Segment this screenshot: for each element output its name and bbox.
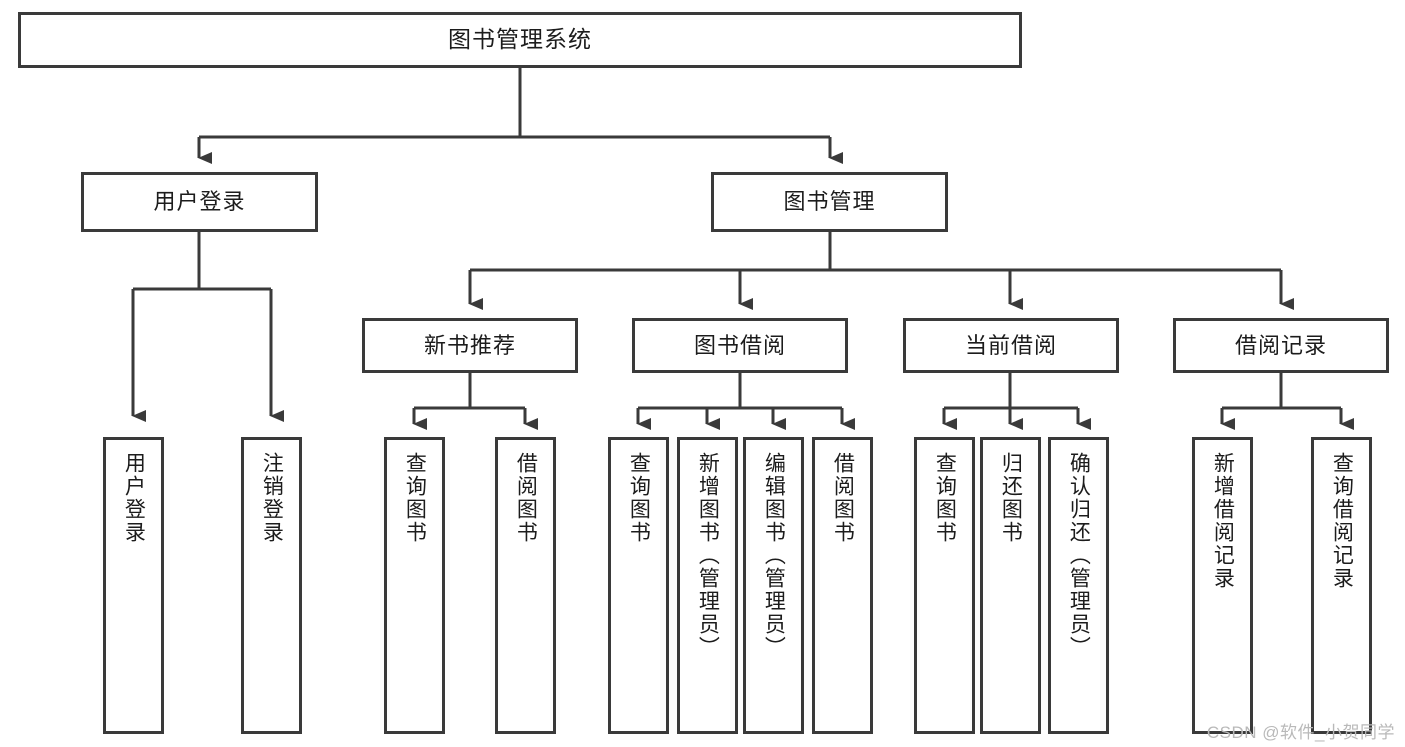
- watermark-text: CSDN @软件_小贺同学: [1206, 723, 1395, 742]
- node-label: 借阅图书: [831, 452, 855, 544]
- leaf-borrow-record-add-record[interactable]: 新增借阅记录: [1192, 437, 1253, 734]
- node-borrow-record[interactable]: 借阅记录: [1173, 318, 1389, 373]
- leaf-current-borrow-query-book[interactable]: 查询图书: [914, 437, 975, 734]
- node-label: 图书管理: [783, 189, 876, 215]
- node-label: 查询借阅记录: [1330, 452, 1354, 590]
- node-label: 用户登录: [122, 452, 146, 544]
- leaf-user-login-login[interactable]: 用户登录: [103, 437, 164, 734]
- leaf-new-book-query-book[interactable]: 查询图书: [384, 437, 445, 734]
- node-label: 查询图书: [403, 452, 427, 544]
- node-label: 归还图书: [999, 452, 1023, 544]
- node-label: 当前借阅: [964, 332, 1057, 358]
- node-label: 查询图书: [627, 452, 651, 544]
- node-book-borrow[interactable]: 图书借阅: [632, 318, 848, 373]
- node-label: 注销登录: [260, 452, 284, 544]
- node-new-book-recommend[interactable]: 新书推荐: [362, 318, 578, 373]
- leaf-book-borrow-borrow-book[interactable]: 借阅图书: [812, 437, 873, 734]
- node-label: 借阅记录: [1234, 332, 1327, 358]
- node-current-borrow[interactable]: 当前借阅: [903, 318, 1119, 373]
- leaf-current-borrow-confirm-return-admin[interactable]: 确认归还（管理员）: [1048, 437, 1109, 734]
- node-label: 借阅图书: [514, 452, 538, 544]
- leaf-book-borrow-add-book-admin[interactable]: 新增图书（管理员）: [677, 437, 738, 734]
- node-label: 图书管理系统: [448, 26, 592, 53]
- node-label: 新增借阅记录: [1211, 452, 1235, 590]
- leaf-user-login-logout[interactable]: 注销登录: [241, 437, 302, 734]
- node-label: 编辑图书（管理员）: [762, 452, 786, 659]
- node-user-login[interactable]: 用户登录: [81, 172, 318, 232]
- node-root-book-management-system[interactable]: 图书管理系统: [18, 12, 1022, 68]
- node-label: 新书推荐: [423, 332, 516, 358]
- node-label: 确认归还（管理员）: [1067, 452, 1091, 659]
- leaf-book-borrow-edit-book-admin[interactable]: 编辑图书（管理员）: [743, 437, 804, 734]
- node-label: 用户登录: [153, 189, 246, 215]
- node-label: 图书借阅: [693, 332, 786, 358]
- leaf-borrow-record-query-record[interactable]: 查询借阅记录: [1311, 437, 1372, 734]
- node-book-management[interactable]: 图书管理: [711, 172, 948, 232]
- leaf-new-book-borrow-book[interactable]: 借阅图书: [495, 437, 556, 734]
- leaf-book-borrow-query-book[interactable]: 查询图书: [608, 437, 669, 734]
- node-label: 新增图书（管理员）: [696, 452, 720, 659]
- node-label: 查询图书: [933, 452, 957, 544]
- leaf-current-borrow-return-book[interactable]: 归还图书: [980, 437, 1041, 734]
